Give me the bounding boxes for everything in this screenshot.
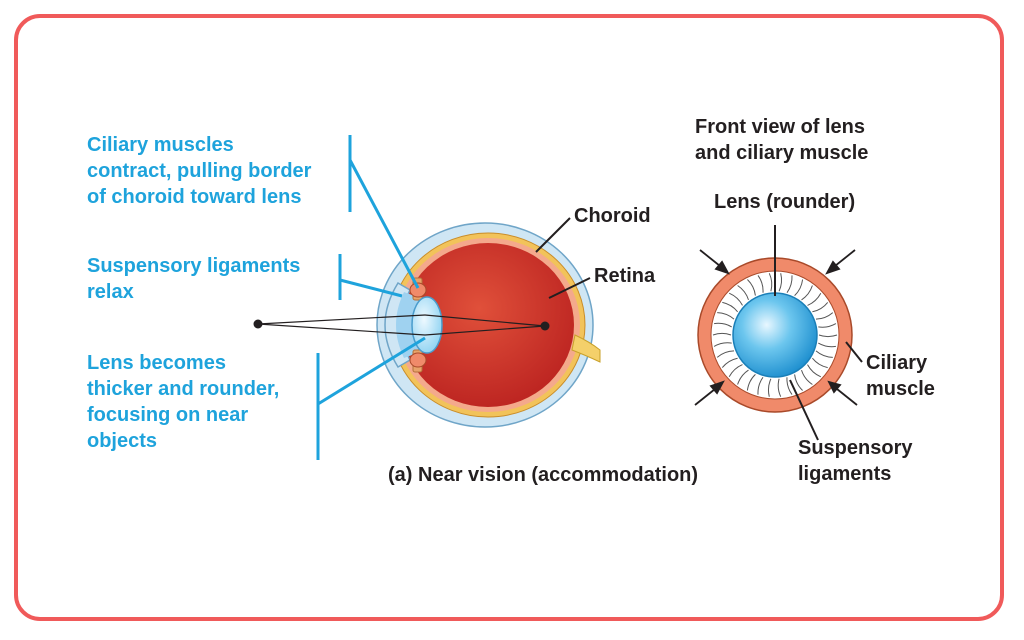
suspensory-fiber — [786, 377, 793, 395]
suspensory-fiber — [815, 312, 834, 320]
suspensory-fiber — [768, 273, 773, 292]
front-view-lens — [697, 257, 853, 413]
caption: (a) Near vision (accommodation) — [388, 464, 699, 486]
near-object-point — [253, 319, 263, 329]
suspensory-fiber — [801, 369, 813, 385]
label-lens-thicker: Lens becomes thicker and rounder, focusi… — [87, 352, 280, 452]
suspensory-fiber — [747, 279, 756, 296]
suspensory-fiber — [777, 378, 782, 397]
suspensory-fiber — [728, 364, 743, 378]
suspensory-fiber — [757, 377, 764, 395]
suspensory-fiber — [722, 301, 738, 313]
label-suspensory-ligaments: Suspensory ligaments — [798, 437, 913, 485]
suspensory-fiber — [807, 364, 821, 378]
blue-leaders — [316, 135, 426, 460]
suspensory-fiber — [812, 302, 829, 313]
suspensory-fiber — [801, 285, 813, 301]
suspensory-fiber — [807, 292, 822, 306]
suspensory-fiber — [818, 323, 837, 328]
suspensory-fiber — [721, 357, 738, 368]
label-choroid: Choroid — [574, 205, 651, 227]
suspensory-fiber — [767, 378, 772, 397]
label-retina: Retina — [594, 265, 656, 287]
label-ciliary-contract: Ciliary muscles contract, pulling border… — [87, 134, 312, 208]
label-ciliary-muscle: Ciliary muscle — [866, 352, 935, 400]
suspensory-fiber — [786, 275, 793, 293]
suspensory-fiber — [714, 322, 732, 328]
eyeball-side-view — [376, 222, 601, 428]
front-view-leaders — [774, 225, 863, 441]
suspensory-fiber — [818, 342, 836, 348]
suspensory-fiber — [794, 279, 804, 296]
suspensory-fiber — [713, 342, 732, 347]
tension-arrows — [694, 249, 858, 406]
black-leaders — [535, 217, 591, 299]
suspensory-fiber — [757, 275, 764, 293]
suspensory-fiber — [778, 273, 783, 292]
label-lens-rounder: Lens (rounder) — [714, 191, 856, 213]
focal-point — [540, 321, 550, 331]
suspensory-fiber — [746, 374, 756, 391]
suspensory-fiber — [818, 334, 838, 338]
suspensory-fiber — [812, 357, 828, 369]
front-view-title: Front view of lens and ciliary muscle — [695, 116, 869, 164]
suspensory-fiber — [717, 312, 735, 320]
suspensory-fiber — [729, 292, 743, 306]
light-rays — [257, 314, 546, 336]
label-suspensory-relax: Suspensory ligaments relax — [87, 255, 301, 303]
suspensory-fiber — [737, 285, 749, 301]
suspensory-fiber — [815, 350, 833, 358]
suspensory-fiber — [794, 374, 803, 391]
suspensory-fiber — [716, 350, 735, 358]
suspensory-fiber — [712, 332, 732, 336]
suspensory-fiber — [737, 369, 749, 385]
